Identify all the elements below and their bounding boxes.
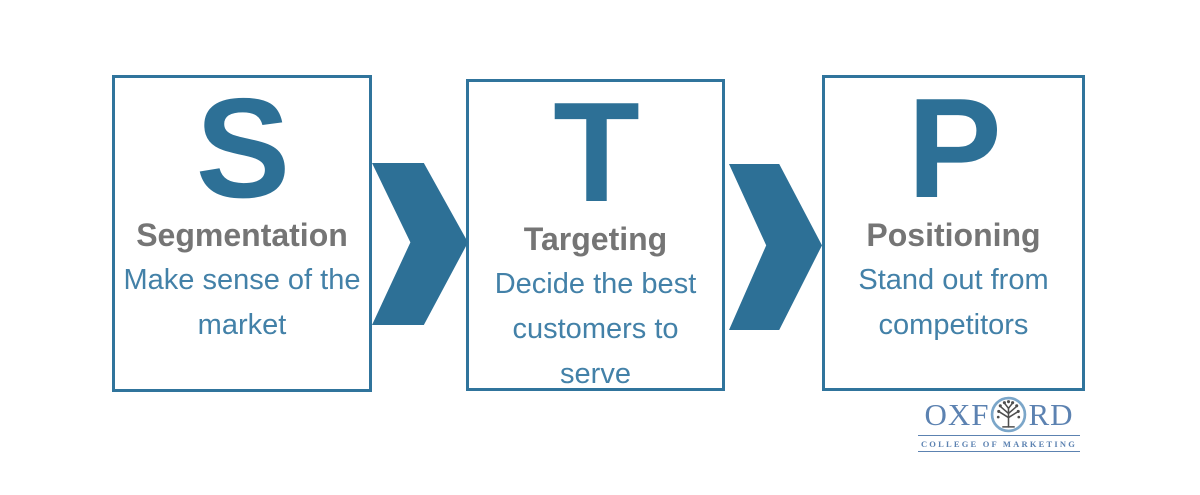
step-box-targeting: T Targeting Decide the best customers to… [466,79,725,391]
tree-icon [991,396,1027,433]
chevron-right-icon [729,164,822,330]
logo-tagline: COLLEGE OF MARKETING [917,435,1081,452]
big-letter-p: P [907,69,1002,228]
logo-wordmark: OXF [924,396,1073,433]
oxford-college-logo: OXF [916,396,1082,452]
chevron-right-icon [372,163,468,325]
step-box-positioning: P Positioning Stand out from competitors [822,75,1085,391]
step-box-segmentation: S Segmentation Make sense of the market [112,75,372,392]
big-letter-t: T [553,73,640,232]
logo-wordmark-suffix: RD [1028,397,1074,432]
step-description: Make sense of the market [123,264,361,341]
step-title: Targeting [523,221,668,257]
big-letter-s: S [195,69,291,228]
step-description: Stand out from competitors [858,264,1049,341]
step-description: Decide the best customers to serve [494,268,697,390]
step-title: Segmentation [136,217,348,253]
step-title: Positioning [866,217,1041,253]
logo-wordmark-prefix: OXF [924,397,990,432]
